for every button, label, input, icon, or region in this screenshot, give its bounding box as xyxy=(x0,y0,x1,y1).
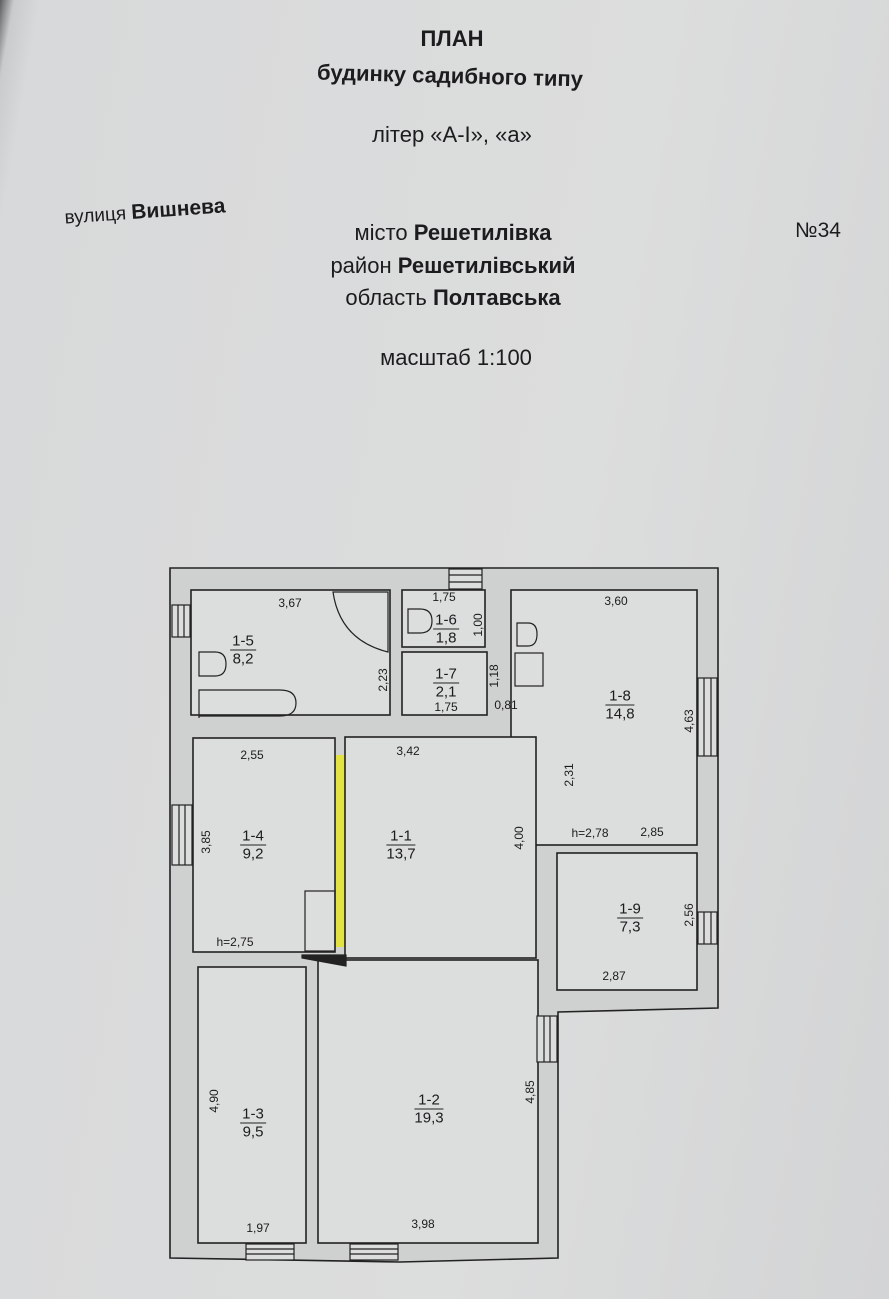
city-prefix: місто xyxy=(354,220,408,245)
windows xyxy=(171,568,718,1261)
dimension: 4,00 xyxy=(512,826,526,850)
room-area: 7,3 xyxy=(619,918,641,936)
kitchen-sink-icon xyxy=(516,622,538,647)
room-1-6 xyxy=(401,589,486,648)
dimension: h=2,75 xyxy=(216,935,254,949)
district-line: район Решетилівський xyxy=(330,253,575,279)
shower-icon xyxy=(332,591,389,653)
room-1-5 xyxy=(190,589,391,716)
room-number: 1-5 xyxy=(230,632,256,651)
room-number: 1-1 xyxy=(386,828,416,846)
fixtures xyxy=(198,591,544,967)
dimension: 3,60 xyxy=(604,594,628,608)
dimension: 3,42 xyxy=(396,744,420,758)
letter-label: літер «А-І», «а» xyxy=(372,122,532,147)
region-prefix: область xyxy=(345,285,427,310)
region-line: область Полтавська xyxy=(345,285,560,311)
dimension: 2,31 xyxy=(562,763,576,787)
dimension: 3,85 xyxy=(199,830,213,854)
room-1-3 xyxy=(197,966,307,1244)
room-area: 9,2 xyxy=(242,845,264,863)
room-area: 14,8 xyxy=(605,705,635,723)
dimension: 4,85 xyxy=(523,1080,537,1104)
room-1-8 xyxy=(510,589,698,846)
room-number: 1-6 xyxy=(433,611,459,630)
toilet-icon xyxy=(407,608,433,634)
dimension: 3,67 xyxy=(278,596,302,610)
scale-label: масштаб 1:100 xyxy=(380,345,532,370)
room-area: 13,7 xyxy=(386,845,416,863)
room-number: 1-3 xyxy=(240,1105,266,1124)
dimension: 1,00 xyxy=(471,613,485,637)
district-prefix: район xyxy=(330,253,392,278)
room-area: 1,8 xyxy=(435,629,457,647)
plan-title: ПЛАН xyxy=(420,26,484,51)
room-number: 1-7 xyxy=(433,665,459,684)
room-1-2 xyxy=(317,959,539,1244)
room-1-9 xyxy=(556,852,698,991)
dimension: 2,56 xyxy=(682,903,696,927)
dimension: 3,98 xyxy=(411,1217,435,1231)
room-number: 1-8 xyxy=(605,688,635,706)
dimension: 2,85 xyxy=(640,825,664,839)
room-1-1 xyxy=(344,736,537,959)
dimension: 4,63 xyxy=(682,709,696,733)
room-number: 1-4 xyxy=(240,827,266,846)
room-number: 1-9 xyxy=(617,900,643,919)
city-name: Решетилівка xyxy=(413,220,552,245)
room-1-7 xyxy=(401,651,488,716)
sink-icon xyxy=(198,651,227,677)
heater-icon xyxy=(304,890,336,952)
dimension: 4,90 xyxy=(207,1089,221,1113)
city-line: місто Решетилівка xyxy=(354,220,551,246)
dimension: 1,97 xyxy=(246,1221,270,1235)
dimension: 1,18 xyxy=(487,664,501,688)
dimension: 1,75 xyxy=(432,590,456,604)
bathtub-icon xyxy=(198,689,297,718)
room-area: 19,3 xyxy=(414,1109,444,1127)
room-area: 9,5 xyxy=(242,1123,264,1141)
room-area: 2,1 xyxy=(435,683,457,701)
dimension: 0,81 xyxy=(494,698,518,712)
dimension: 2,87 xyxy=(602,969,626,983)
dimension: h=2,78 xyxy=(571,826,609,840)
dimension: 2,55 xyxy=(240,748,264,762)
region-name: Полтавська xyxy=(432,285,561,310)
district-name: Решетилівський xyxy=(397,253,576,278)
dimension: 2,23 xyxy=(376,668,390,692)
room-area: 8,2 xyxy=(232,650,254,668)
house-number: №34 xyxy=(795,219,841,242)
room-number: 1-2 xyxy=(414,1092,444,1110)
chimney-icon xyxy=(301,954,347,967)
dimension: 1,75 xyxy=(434,700,458,714)
stove-icon xyxy=(514,652,544,687)
